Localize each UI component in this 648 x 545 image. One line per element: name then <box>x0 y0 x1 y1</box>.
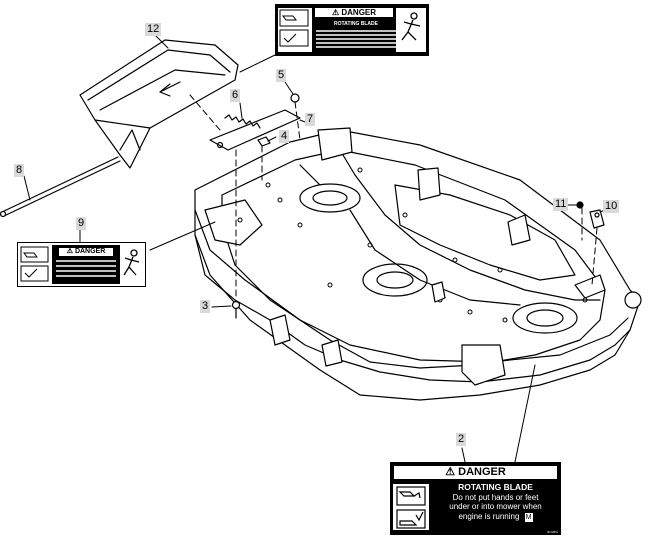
danger-decal-top: ⚠ DANGER ROTATING BLADE <box>275 4 429 56</box>
decal-top-icons <box>278 8 312 52</box>
callout-8: 8 <box>14 164 25 177</box>
deflector-part-12 <box>79 39 239 169</box>
decal-top-title: ROTATING BLADE <box>334 21 378 27</box>
decal-text: ROTATING BLADE Do not put hands or feet … <box>431 482 560 532</box>
decal-top-fine-print <box>316 28 396 50</box>
rod-part-8 <box>0 156 121 218</box>
bolt-part-5 <box>290 93 300 103</box>
decal-header: ⚠ DANGER <box>393 465 558 480</box>
decal-code: M <box>524 512 533 522</box>
decal-line-3: engine is running <box>458 511 520 521</box>
decal-left-icons <box>20 245 50 284</box>
decal-line-1: Do not put hands or feet <box>452 492 539 502</box>
callout-11: 11 <box>553 198 569 211</box>
danger-decal-left: ⚠ DANGER <box>17 242 146 287</box>
nut-part-4 <box>257 136 271 147</box>
callout-9: 9 <box>76 217 87 230</box>
foot-hazard-icon <box>396 508 426 529</box>
callout-4: 4 <box>279 130 290 143</box>
pivot-part-10 <box>589 209 605 229</box>
running-person-icon <box>401 12 421 41</box>
decal-line-2: under or into mower when <box>449 502 542 511</box>
decal-top-figure <box>396 8 426 52</box>
callout-12: 12 <box>145 23 162 36</box>
hinge-plate-part-7 <box>209 109 301 151</box>
callout-7: 7 <box>305 113 316 126</box>
leader-lines <box>23 34 611 463</box>
callout-10: 10 <box>603 200 620 213</box>
hand-hazard-icon <box>20 246 49 282</box>
callout-3: 3 <box>200 300 211 313</box>
decal-left-figure <box>121 245 143 284</box>
hand-hazard-icon <box>396 485 426 506</box>
decal-title: ROTATING BLADE <box>458 482 533 492</box>
callout-6: 6 <box>230 89 241 102</box>
decal-left-text: ⚠ DANGER <box>52 245 120 284</box>
running-person-icon <box>123 249 140 276</box>
mower-deck <box>194 127 642 401</box>
decal-left-header: ⚠ DANGER <box>58 247 114 257</box>
decal-top-header: ⚠ DANGER <box>314 7 394 18</box>
callout-5: 5 <box>276 69 287 82</box>
hand-hazard-icon <box>279 9 309 47</box>
callout-2: 2 <box>456 433 467 446</box>
bolt-part-3 <box>231 300 241 319</box>
spring-part-6 <box>224 114 261 129</box>
decal-ref: JD MFG <box>546 530 558 534</box>
decal-icons <box>393 484 429 530</box>
danger-decal-large: ⚠ DANGER ROTATING BLADE Do not put hands… <box>390 462 561 535</box>
